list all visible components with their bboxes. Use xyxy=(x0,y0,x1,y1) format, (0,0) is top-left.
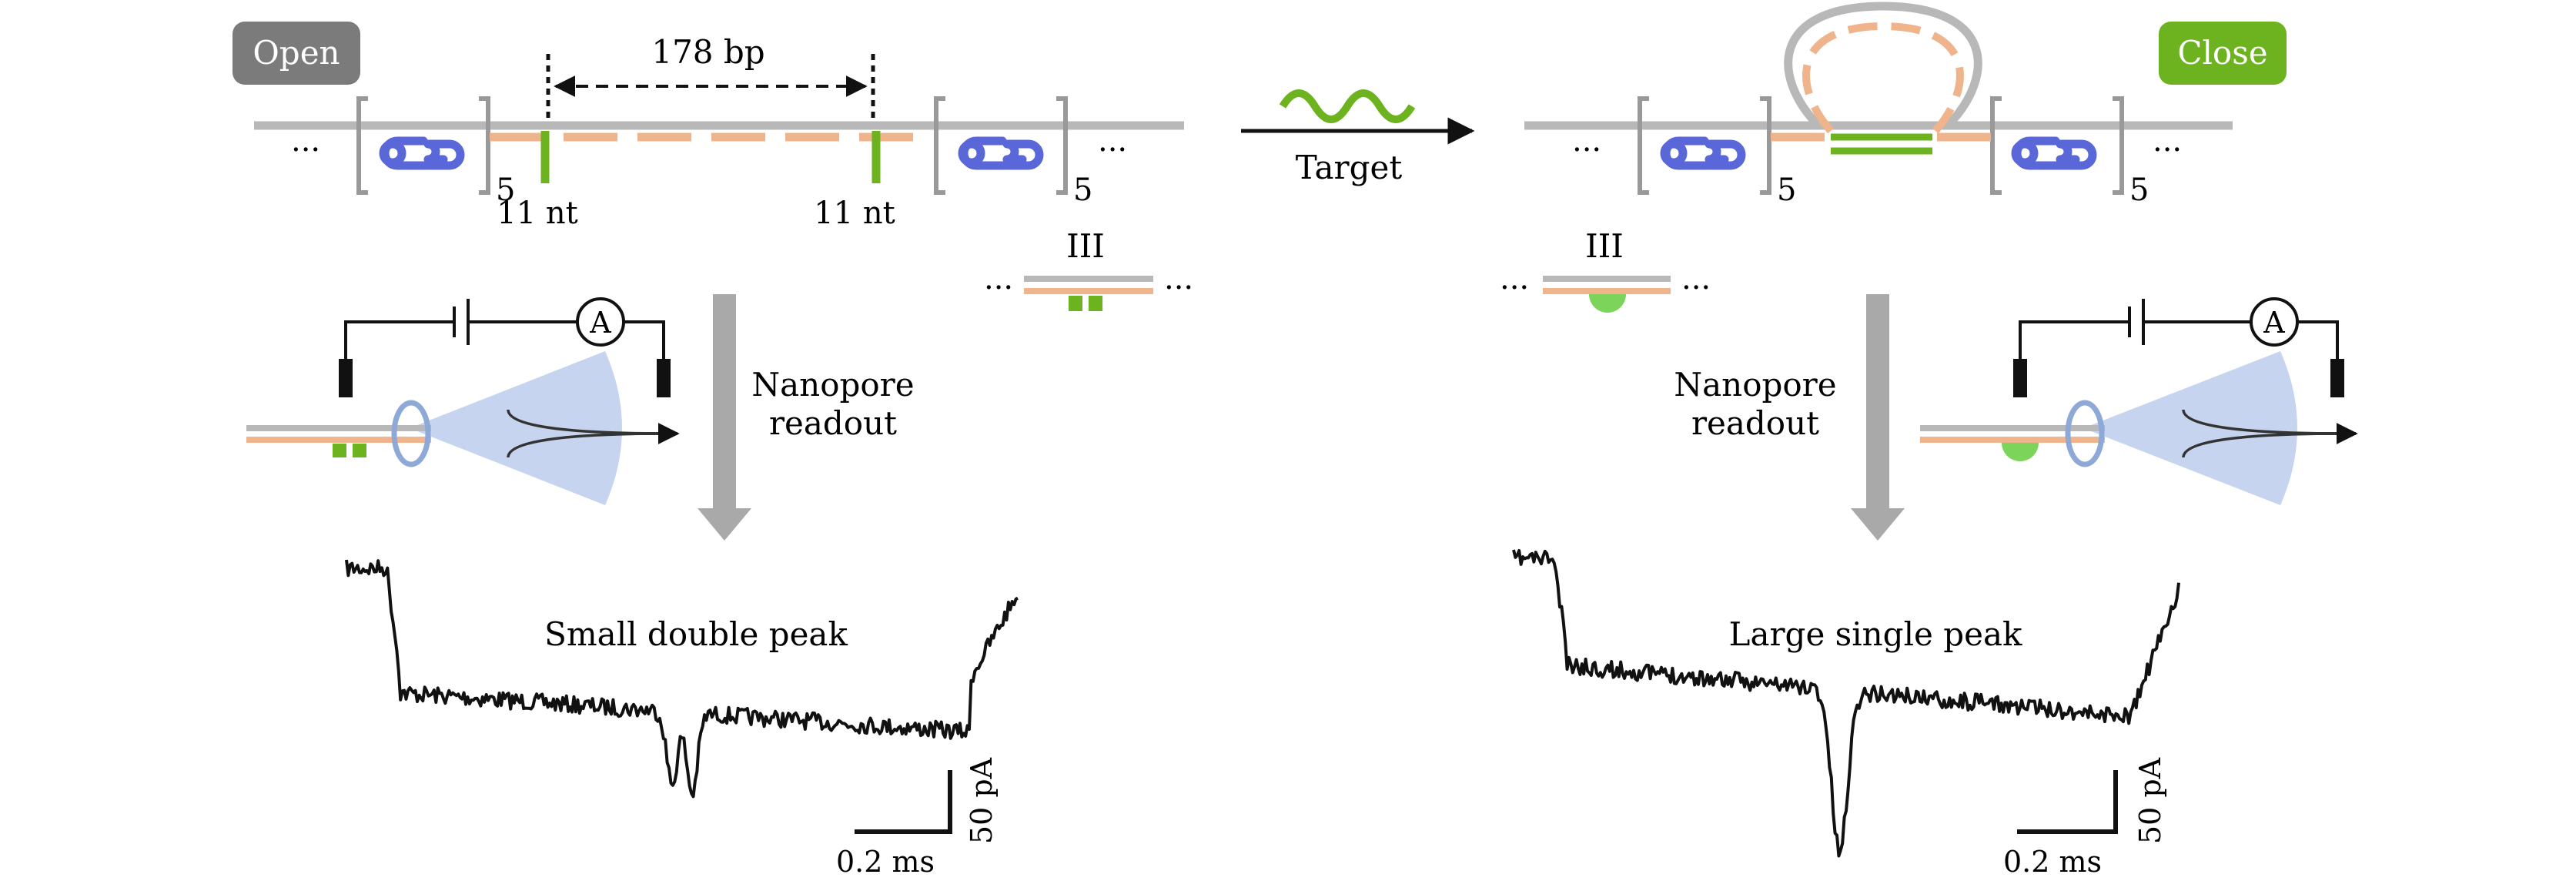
trace-title-right: Large single peak xyxy=(1729,615,2022,653)
scale-bar-left xyxy=(855,770,952,834)
nt-label-left: 11 nt xyxy=(497,196,577,231)
trace-panel-left: Small double peak 0.2 ms 50 pA xyxy=(345,559,1019,879)
current-trace-left xyxy=(345,559,1019,799)
readout-arrow-left: Nanopore readout xyxy=(698,294,915,541)
down-arrow-shaft xyxy=(713,294,736,511)
nanopore-icon xyxy=(2065,400,2105,467)
pore-cone xyxy=(410,351,622,505)
circuit-wire xyxy=(344,320,454,359)
ellipsis-struct-3: ... xyxy=(1500,261,1529,296)
close-badge xyxy=(2159,22,2287,85)
nt-label-right: 11 nt xyxy=(814,196,895,231)
down-arrow-shaft xyxy=(1866,294,1889,511)
open-state-construct: Open ... ... 5 5 11 nt 11 nt 178 bp xyxy=(233,22,1184,231)
open-badge xyxy=(233,22,360,85)
down-arrow-head xyxy=(1851,508,1905,541)
electrode-icon xyxy=(2013,359,2027,397)
loop-strand xyxy=(1802,22,1964,134)
spacing-label: 178 bp xyxy=(651,33,764,71)
nanopore-icon xyxy=(391,400,431,467)
probe-block xyxy=(1069,296,1082,311)
target-step: Target xyxy=(1241,89,1475,186)
bracket-open xyxy=(356,96,368,195)
ellipsis-left-1: ... xyxy=(291,123,320,159)
bracket-open xyxy=(1990,96,2002,195)
hairpin-icon xyxy=(2016,141,2093,166)
closed-state-construct: Close ... ... 5 5 xyxy=(1524,2,2287,208)
repeat-count: 5 xyxy=(1073,173,1092,208)
scale-bar-right xyxy=(2017,770,2118,834)
ammeter-label: A xyxy=(2263,306,2285,340)
nanopore-setup-left: A xyxy=(246,297,680,505)
ellipsis-right-2: ... xyxy=(2153,123,2182,159)
bracket-close xyxy=(1056,96,1068,195)
down-arrow-head xyxy=(698,508,751,541)
circuit-wire xyxy=(2297,320,2339,359)
bracket-close xyxy=(479,96,490,195)
structure-closed: III ... ... xyxy=(1500,227,1711,313)
electrode-icon xyxy=(339,359,353,397)
ellipsis-left-2: ... xyxy=(1098,123,1127,159)
readout-label-line2: readout xyxy=(769,404,897,442)
structure-label-open: III xyxy=(1066,227,1105,265)
hairpin-icon xyxy=(383,141,460,166)
close-badge-label: Close xyxy=(2177,34,2267,72)
structure-open: III ... ... xyxy=(984,227,1193,311)
current-trace-right xyxy=(1512,549,2180,858)
probe-block xyxy=(1089,296,1102,311)
ellipsis-struct-1: ... xyxy=(984,261,1013,296)
probe-block xyxy=(333,444,346,457)
hairpin-icon xyxy=(962,141,1039,166)
readout-label-line1: Nanopore xyxy=(1674,366,1836,404)
electrode-icon xyxy=(2330,359,2344,397)
hairpin-icon xyxy=(1664,141,1741,166)
ammeter-label: A xyxy=(589,306,611,340)
ellipsis-struct-4: ... xyxy=(1681,261,1711,296)
scale-time-right: 0.2 ms xyxy=(2003,845,2102,879)
open-badge-label: Open xyxy=(253,34,340,72)
repeat-count: 5 xyxy=(2129,173,2149,208)
readout-label-line2: readout xyxy=(1691,404,1819,442)
pore-cone xyxy=(2083,351,2297,505)
scale-current-left: 50 pA xyxy=(965,757,999,844)
bracket-open xyxy=(934,96,945,195)
bracket-close xyxy=(1760,96,1771,195)
trace-title-left: Small double peak xyxy=(544,615,848,653)
readout-label-line1: Nanopore xyxy=(751,366,914,404)
ellipsis-right-1: ... xyxy=(1572,123,1601,159)
loop-backbone xyxy=(1784,2,1982,129)
circuit-wire xyxy=(624,320,665,359)
circuit-wire xyxy=(2019,320,2129,359)
ellipsis-struct-2: ... xyxy=(1164,261,1193,296)
bracket-close xyxy=(2113,96,2124,195)
structure-label-closed: III xyxy=(1585,227,1624,265)
repeat-count: 5 xyxy=(496,173,515,208)
probe-block xyxy=(353,444,366,457)
bracket-open xyxy=(1638,96,1649,195)
scale-time-left: 0.2 ms xyxy=(836,845,935,879)
readout-arrow-right: Nanopore readout xyxy=(1674,294,1905,541)
trace-panel-right: Large single peak 0.2 ms 50 pA xyxy=(1512,549,2180,879)
nanopore-setup-right: A xyxy=(1920,297,2358,505)
target-dna-wave-icon xyxy=(1279,89,1416,123)
electrode-icon xyxy=(657,359,671,397)
duplex-blob xyxy=(1589,294,1626,313)
repeat-count: 5 xyxy=(1777,173,1796,208)
target-label: Target xyxy=(1296,149,1403,186)
duplex-blob xyxy=(2002,443,2039,461)
scale-current-right: 50 pA xyxy=(2133,757,2167,844)
